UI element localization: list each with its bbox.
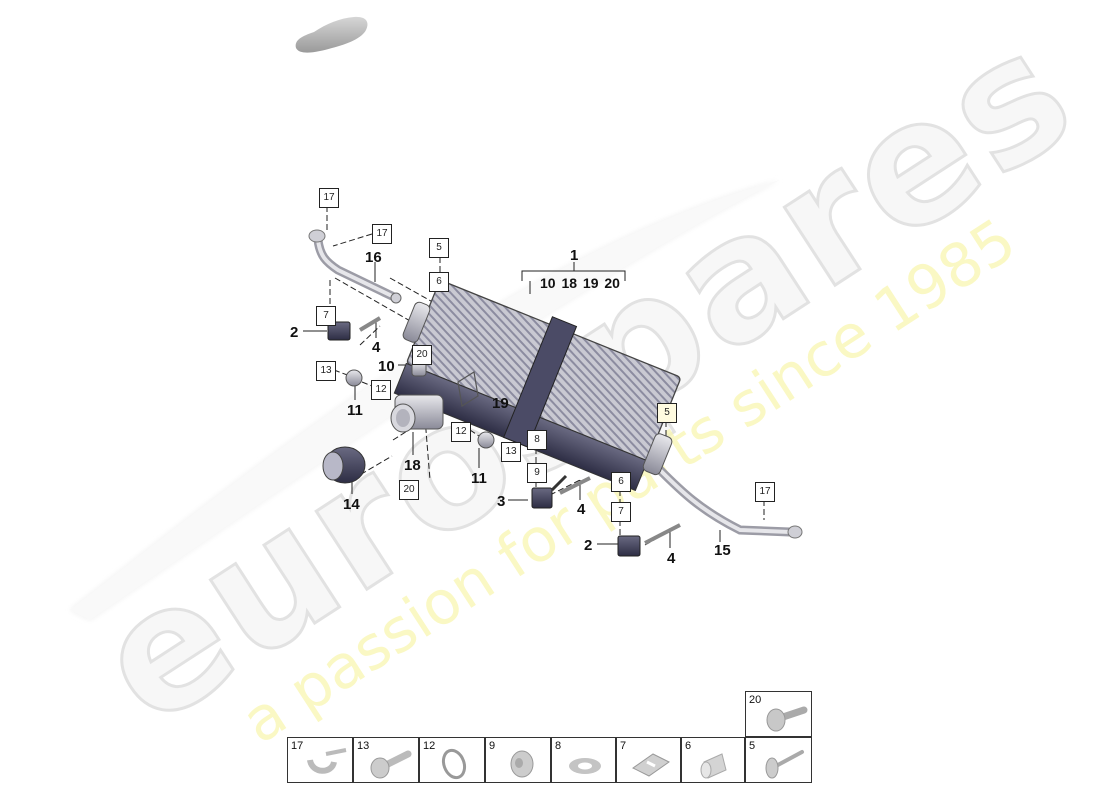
screw-torx-icon: [370, 750, 412, 779]
callout-10: 10: [378, 358, 395, 375]
assembly-1-includes: 10 18 19 20: [540, 275, 620, 291]
legend-cell-8[interactable]: 8: [551, 737, 616, 783]
legend-cell-13[interactable]: 13: [353, 737, 419, 783]
ref-box-5[interactable]: 5: [429, 238, 449, 258]
legend-cell-5[interactable]: 5: [745, 737, 812, 783]
callout-2: 2: [290, 324, 299, 341]
legend-part-number: 20: [749, 694, 762, 706]
bolt-with-washer-icon: [765, 750, 804, 779]
ref-box-20[interactable]: 20: [412, 345, 432, 365]
ref-box-12[interactable]: 12: [451, 422, 471, 442]
ref-box-7[interactable]: 7: [316, 306, 336, 326]
ref-box-9[interactable]: 9: [527, 463, 547, 483]
grommet-icon: [510, 750, 534, 778]
callout-4: 4: [372, 339, 381, 356]
legend-part-number: 8: [555, 740, 562, 752]
vehicle-thumbnail-icon: [295, 16, 368, 53]
callout-assembly-1: 1: [570, 247, 579, 264]
legend-part-number: 7: [620, 740, 627, 752]
ref-box-6[interactable]: 6: [611, 472, 631, 492]
ref-box-13[interactable]: 13: [316, 361, 336, 381]
washer-icon: [569, 758, 601, 774]
callout-4: 4: [667, 550, 676, 567]
ref-box-6[interactable]: 6: [429, 272, 449, 292]
legend-part-number: 17: [291, 740, 304, 752]
legend-cell-20[interactable]: 20: [745, 691, 812, 737]
callout-2: 2: [584, 537, 593, 554]
ref-box-13[interactable]: 13: [501, 442, 521, 462]
ref-box-17[interactable]: 17: [319, 188, 339, 208]
legend-cell-12[interactable]: 12: [419, 737, 485, 783]
callout-14: 14: [343, 496, 360, 513]
legend-part-number: 9: [489, 740, 496, 752]
clamp-bracket-icon: [307, 748, 347, 774]
ref-box-20[interactable]: 20: [399, 480, 419, 500]
legend-part-number: 6: [685, 740, 692, 752]
callout-16: 16: [365, 249, 382, 266]
legend-part-number: 12: [423, 740, 436, 752]
callout-3: 3: [497, 493, 506, 510]
legend-cell-17[interactable]: 17: [287, 737, 353, 783]
ref-box-12[interactable]: 12: [371, 380, 391, 400]
callout-15: 15: [714, 542, 731, 559]
callout-4: 4: [577, 501, 586, 518]
callout-18: 18: [404, 457, 421, 474]
legend-part-number: 13: [357, 740, 370, 752]
callout-11: 11: [347, 402, 363, 419]
callout-19: 19: [492, 395, 509, 412]
ref-box-17[interactable]: 17: [755, 482, 775, 502]
screw-large-head-icon: [766, 706, 808, 732]
spacer-sleeve-icon: [700, 753, 727, 779]
ref-box-7[interactable]: 7: [611, 502, 631, 522]
legend-cell-7[interactable]: 7: [616, 737, 681, 783]
legend-cell-9[interactable]: 9: [485, 737, 551, 783]
o-ring-icon: [441, 748, 467, 780]
ref-box-8[interactable]: 8: [527, 430, 547, 450]
legend-part-number: 5: [749, 740, 756, 752]
ref-box-17[interactable]: 17: [372, 224, 392, 244]
spring-clip-icon: [632, 753, 670, 777]
ref-box-5[interactable]: 5: [657, 403, 677, 423]
legend-cell-6[interactable]: 6: [681, 737, 745, 783]
callout-11: 11: [471, 470, 487, 487]
